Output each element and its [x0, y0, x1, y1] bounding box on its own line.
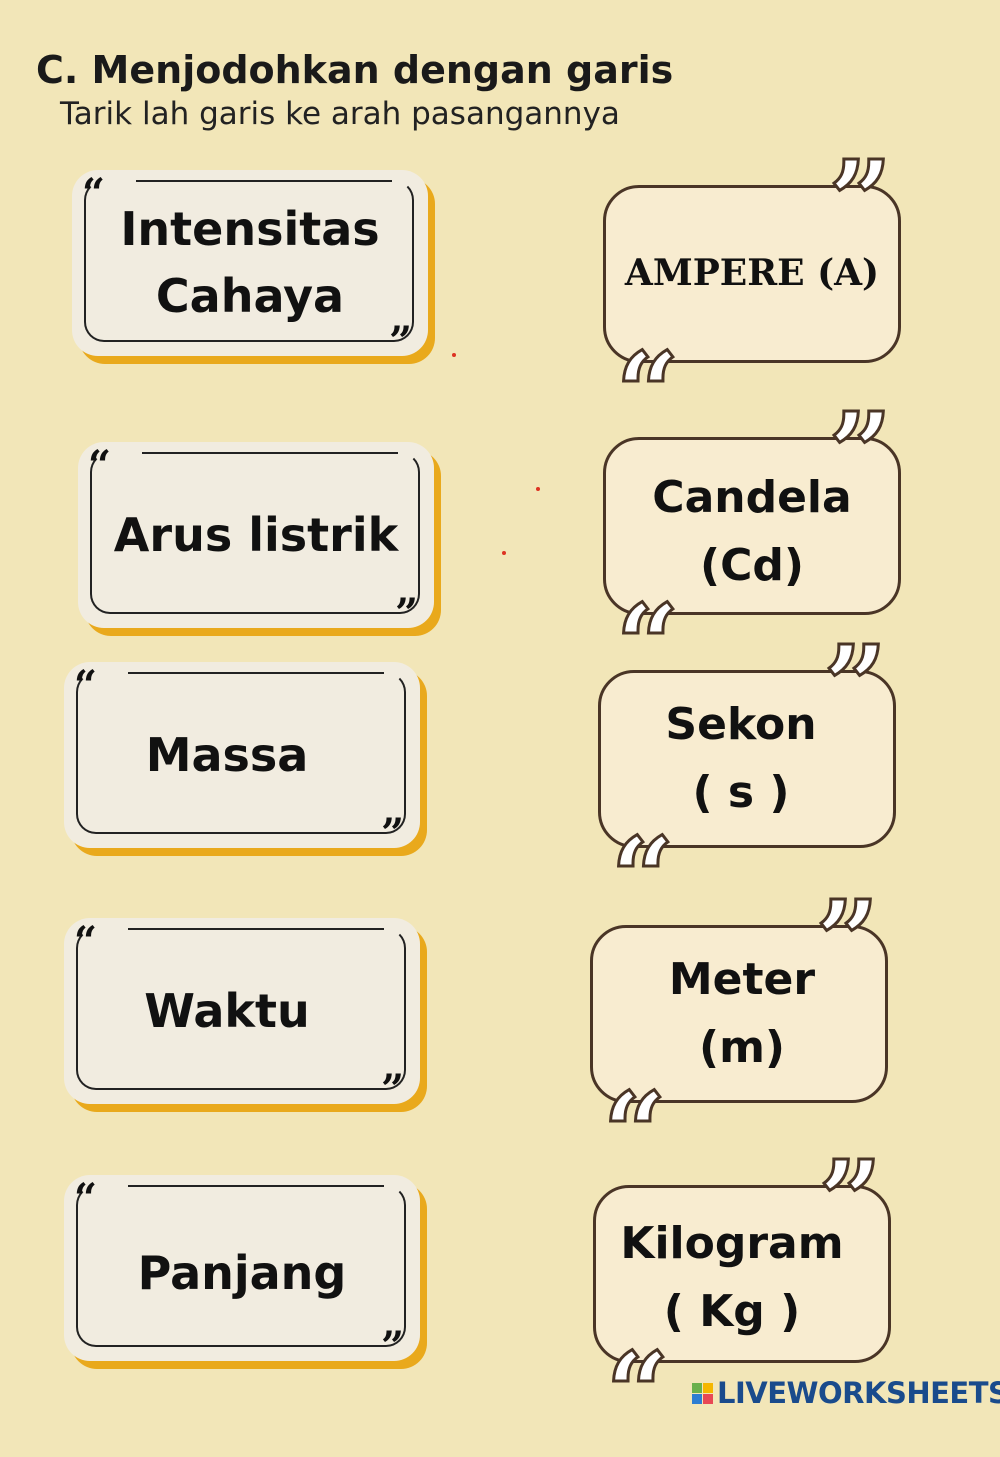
item-label: Meter (m): [668, 953, 816, 1073]
close-quote-icon: ”: [380, 1066, 404, 1113]
item-label: Candela (Cd): [652, 471, 852, 591]
close-quote-icon: ”: [388, 318, 412, 365]
close-quote-icon: ”: [380, 810, 404, 857]
item-label: Kilogram ( Kg ): [620, 1217, 844, 1337]
left-item-intensitas-cahaya[interactable]: “ ”Intensitas Cahaya: [72, 170, 428, 362]
left-item-panjang[interactable]: “ ” Panjang: [64, 1175, 420, 1367]
close-quote-icon: ”: [814, 876, 880, 1005]
close-quote-icon: ”: [827, 136, 893, 265]
close-quote-icon: ”: [394, 590, 418, 637]
open-quote-icon: “: [604, 1328, 670, 1457]
left-item-waktu[interactable]: “ ” Waktu: [64, 918, 420, 1110]
open-quote-icon: “: [74, 662, 98, 709]
left-item-arus-listrik[interactable]: “ ” Arus listrik: [78, 442, 434, 634]
close-quote-icon: ”: [827, 388, 893, 517]
open-quote-icon: “: [614, 328, 680, 457]
close-quote-icon: ”: [380, 1323, 404, 1370]
open-quote-icon: “: [74, 1175, 98, 1222]
right-item-meter[interactable]: ”“Meter (m): [590, 884, 888, 1189]
instructions: Tarik lah garis ke arah pasangannya: [60, 96, 620, 132]
left-item-massa[interactable]: “ ” Massa: [64, 662, 420, 854]
item-label: Sekon ( s ): [665, 698, 817, 818]
liveworksheets-logo: LIVEWORKSHEETS: [692, 1376, 1000, 1410]
right-item-ampere[interactable]: ”“AMPERE (A): [603, 144, 901, 449]
close-quote-icon: ”: [822, 621, 888, 750]
item-label: Waktu: [144, 983, 310, 1038]
page-title: C. Menjodohkan dengan garis: [36, 48, 674, 92]
open-quote-icon: “: [609, 813, 675, 942]
item-label: Intensitas Cahaya: [120, 202, 380, 323]
item-label: Massa: [145, 727, 309, 782]
item-label: Arus listrik: [113, 507, 399, 562]
open-quote-icon: “: [601, 1068, 667, 1197]
anchor-dot[interactable]: [502, 551, 506, 555]
item-label: Panjang: [137, 1245, 347, 1300]
close-quote-icon: ”: [817, 1136, 883, 1265]
open-quote-icon: “: [88, 442, 112, 489]
open-quote-icon: “: [614, 580, 680, 709]
anchor-dot[interactable]: [536, 487, 540, 491]
logo-text: LIVEWORKSHEETS: [717, 1376, 1000, 1410]
right-item-kilogram[interactable]: ”“Kilogram ( Kg ): [593, 1144, 891, 1449]
open-quote-icon: “: [82, 170, 106, 217]
logo-icon: [692, 1382, 713, 1404]
open-quote-icon: “: [74, 918, 98, 965]
anchor-dot[interactable]: [452, 353, 456, 357]
item-label: AMPERE (A): [624, 252, 880, 295]
right-item-sekon[interactable]: ”“Sekon ( s ): [598, 629, 896, 934]
right-item-candela[interactable]: ”“Candela (Cd): [603, 396, 901, 701]
